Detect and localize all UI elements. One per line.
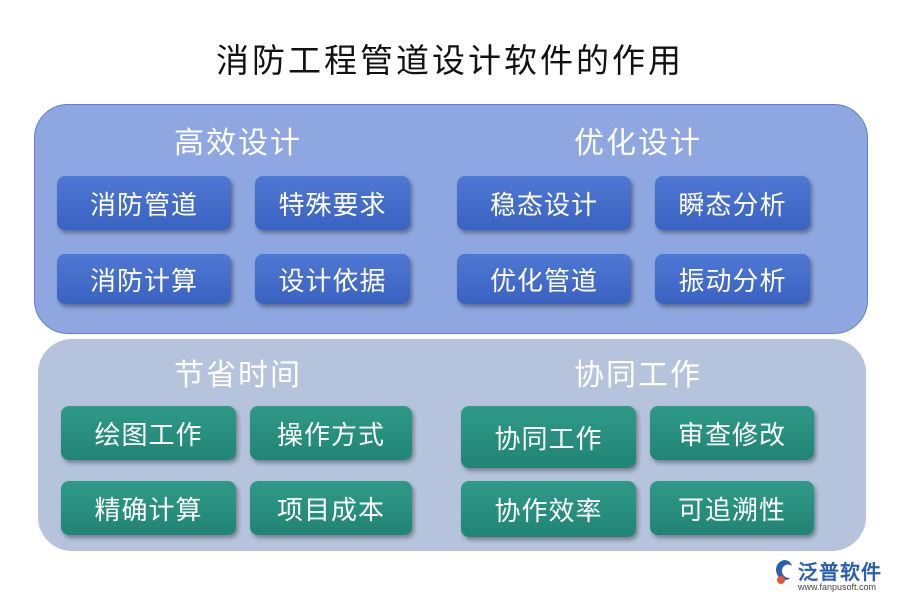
item-operation-mode: 操作方式 bbox=[250, 406, 412, 460]
logo-name: 泛普软件 bbox=[798, 560, 882, 584]
item-vibration-analysis: 振动分析 bbox=[655, 254, 810, 304]
item-precise-calculation: 精确计算 bbox=[61, 481, 236, 535]
item-design-basis: 设计依据 bbox=[255, 254, 410, 304]
section-heading-collab: 协同工作 bbox=[574, 358, 702, 393]
item-drawing-work: 绘图工作 bbox=[61, 406, 236, 460]
section-heading-optimize: 优化设计 bbox=[574, 126, 702, 161]
section-heading-efficient: 高效设计 bbox=[174, 126, 302, 161]
item-project-cost: 项目成本 bbox=[250, 481, 412, 535]
item-optimize-pipe: 优化管道 bbox=[457, 254, 631, 304]
diagram-title: 消防工程管道设计软件的作用 bbox=[216, 41, 684, 80]
item-collab-work: 协同工作 bbox=[461, 406, 636, 468]
item-review-modify: 审查修改 bbox=[650, 406, 814, 460]
section-heading-save-time: 节省时间 bbox=[174, 358, 302, 393]
logo-icon bbox=[776, 560, 792, 584]
item-transient-analysis: 瞬态分析 bbox=[655, 176, 810, 230]
item-collab-efficiency: 协作效率 bbox=[461, 481, 636, 537]
item-fire-calculation: 消防计算 bbox=[57, 254, 231, 304]
logo-url: www.fanpusoft.com bbox=[798, 582, 877, 592]
item-traceability: 可追溯性 bbox=[650, 481, 814, 535]
item-steady-design: 稳态设计 bbox=[457, 176, 631, 230]
fanpu-logo: 泛普软件 www.fanpusoft.com bbox=[772, 556, 892, 596]
item-fire-pipe: 消防管道 bbox=[57, 176, 231, 230]
item-special-requirements: 特殊要求 bbox=[255, 176, 410, 230]
